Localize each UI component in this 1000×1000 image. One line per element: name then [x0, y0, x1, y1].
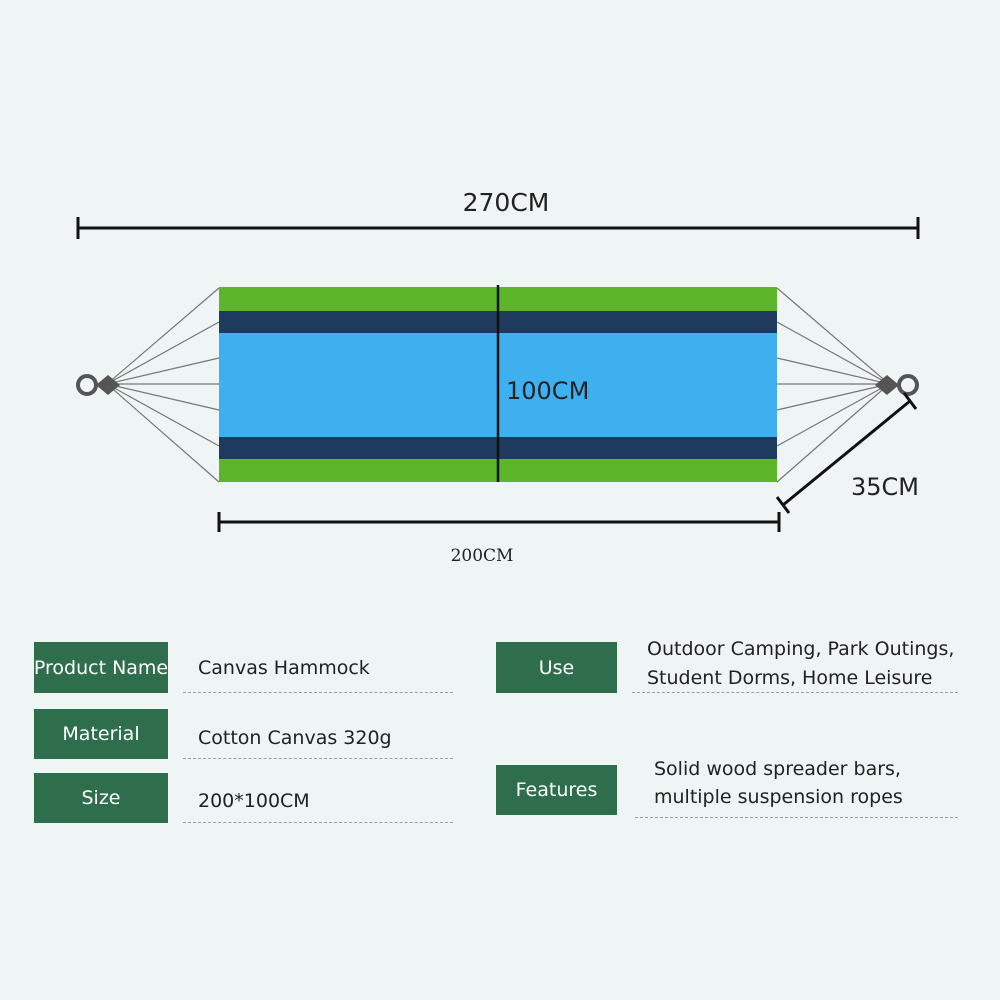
spec-label-material: Material	[34, 709, 168, 759]
spec-value-features-line1: Solid wood spreader bars,	[654, 758, 901, 780]
bed-width-dimension: 100CM	[496, 285, 589, 482]
right-ring-icon	[875, 374, 919, 396]
left-ropes	[106, 287, 220, 483]
spec-label-size: Size	[34, 773, 168, 823]
spec-divider	[183, 692, 453, 693]
bed-length-label: 200CM	[451, 546, 514, 566]
right-ropes	[776, 287, 890, 483]
total-length-dimension: 270CM	[76, 188, 920, 239]
bed-length-dimension: 200CM	[217, 512, 781, 566]
spec-value-product-name: Canvas Hammock	[198, 657, 370, 679]
spec-divider	[635, 817, 958, 818]
rope-length-label: 35CM	[851, 473, 919, 501]
bed-width-label: 100CM	[506, 377, 589, 405]
spec-value-use-line1: Outdoor Camping, Park Outings,	[647, 638, 955, 660]
spec-divider	[632, 692, 958, 693]
spec-label-use: Use	[496, 642, 617, 693]
spec-value-use-line2: Student Dorms, Home Leisure	[647, 667, 933, 689]
spec-label-features: Features	[496, 765, 617, 815]
hammock-diagram: 270CM 100CM	[76, 188, 920, 566]
spec-divider	[183, 822, 453, 823]
total-length-label: 270CM	[463, 188, 550, 217]
spec-divider	[183, 758, 453, 759]
spec-value-size: 200*100CM	[198, 790, 310, 812]
rope-length-dimension: 35CM	[775, 392, 919, 514]
left-ring-icon	[76, 374, 120, 396]
spec-value-features-line2: multiple suspension ropes	[654, 786, 903, 808]
spec-label-product-name: Product Name	[34, 642, 168, 693]
spec-value-material: Cotton Canvas 320g	[198, 727, 392, 749]
